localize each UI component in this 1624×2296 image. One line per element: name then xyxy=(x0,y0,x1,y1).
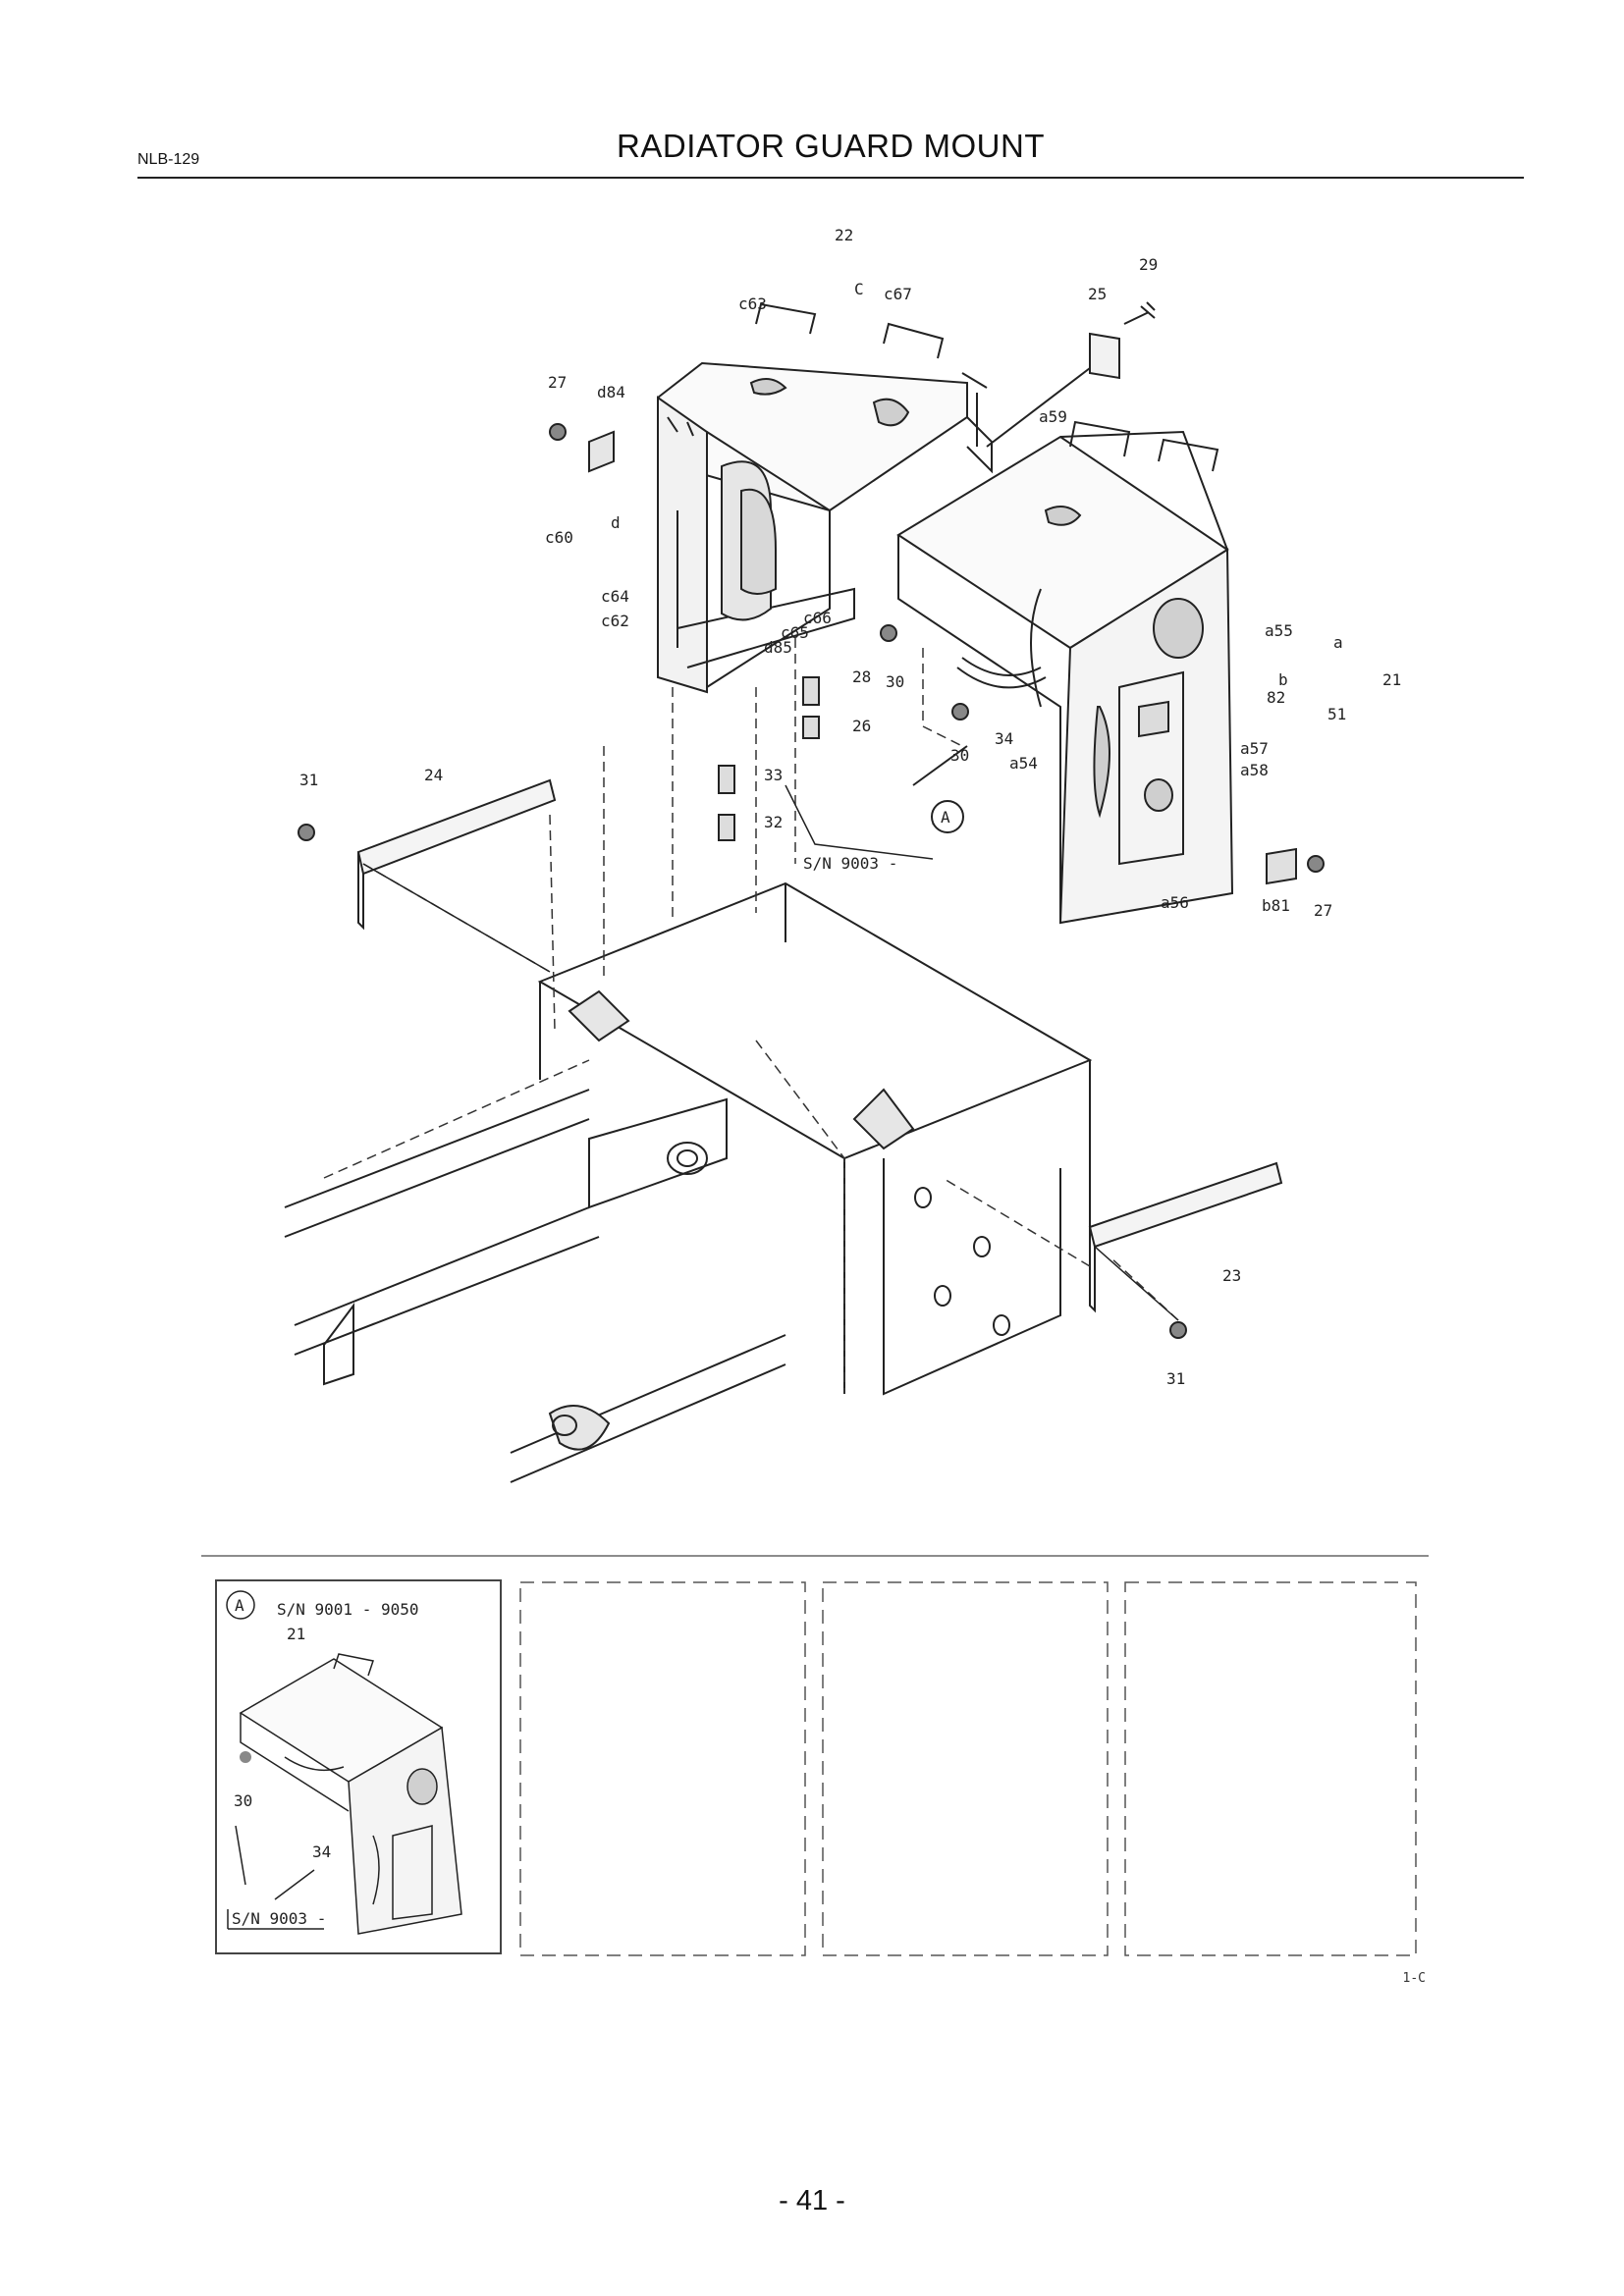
callout-c62: c62 xyxy=(601,612,629,630)
callout-22: 22 xyxy=(835,226,853,244)
bracket-25 xyxy=(986,301,1156,448)
callout-34: 34 xyxy=(995,729,1013,748)
callout-c66: c66 xyxy=(803,609,832,627)
inset-frame-empty-1 xyxy=(519,1581,806,1956)
callout-a57: a57 xyxy=(1240,739,1269,758)
callout-c67: c67 xyxy=(884,285,912,303)
callout-d85: d85 xyxy=(764,638,792,657)
callout-25: 25 xyxy=(1088,285,1107,303)
inset-serial-range: S/N 9001 - 9050 xyxy=(277,1600,419,1619)
callout-c63: c63 xyxy=(738,294,767,313)
callout-82: 82 xyxy=(1267,688,1285,707)
page-number: - 41 - xyxy=(779,2185,845,2216)
inset-frame-empty-3 xyxy=(1124,1581,1417,1956)
callout-30-top: 30 xyxy=(886,672,904,691)
callout-29: 29 xyxy=(1139,255,1158,274)
callout-23: 23 xyxy=(1222,1266,1241,1285)
plate-23 xyxy=(1088,1161,1283,1249)
callout-d: d xyxy=(611,513,621,532)
figure-code: 1-C xyxy=(1402,1971,1426,1986)
callout-c64: c64 xyxy=(601,587,629,606)
callout-sn-9003: S/N 9003 - xyxy=(803,854,897,873)
inset-a: A S/N 9001 - 9050 21 30 34 S/N 9003 - xyxy=(215,1579,502,1954)
leader-lines xyxy=(362,784,1179,1321)
callout-26: 26 xyxy=(852,717,871,735)
hardware-stack xyxy=(298,423,1188,1339)
callout-32: 32 xyxy=(764,813,783,831)
callout-a59: a59 xyxy=(1039,407,1067,426)
view-a-letter: A xyxy=(941,808,950,827)
callout-31-right: 31 xyxy=(1166,1369,1185,1388)
callout-51: 51 xyxy=(1327,705,1346,723)
inset-serial-from: S/N 9003 - xyxy=(232,1909,326,1928)
inset-part-21: 21 xyxy=(287,1625,305,1643)
upper-guard-box xyxy=(657,302,993,694)
callout-21: 21 xyxy=(1382,670,1401,689)
side-panel-21 xyxy=(896,420,1326,925)
callout-27-top: 27 xyxy=(548,373,567,392)
callout-c: C xyxy=(854,280,864,298)
header-rule xyxy=(137,177,1524,179)
callout-labels: 22 C c63 c67 29 25 27 d84 a59 d c60 c64 … xyxy=(299,226,1401,1388)
callout-b: b xyxy=(1278,670,1288,689)
callout-28: 28 xyxy=(852,667,871,686)
page-title: RADIATOR GUARD MOUNT xyxy=(617,128,1045,164)
callout-a54: a54 xyxy=(1009,754,1038,773)
plate-24-edge xyxy=(357,852,364,931)
inset-part-34: 34 xyxy=(312,1842,331,1861)
main-frame xyxy=(284,881,1093,1483)
callout-d84: d84 xyxy=(597,383,625,401)
document-code: NLB-129 xyxy=(137,151,200,168)
callout-a55: a55 xyxy=(1265,621,1293,640)
callout-a58: a58 xyxy=(1240,761,1269,779)
hose-34 xyxy=(956,657,1047,689)
callout-24: 24 xyxy=(424,766,443,784)
callout-a56: a56 xyxy=(1161,893,1189,912)
callout-c65: c65 xyxy=(781,623,809,642)
callout-33: 33 xyxy=(764,766,783,784)
inset-frame-empty-2 xyxy=(822,1581,1109,1956)
linework xyxy=(284,301,1326,1483)
callout-31-left: 31 xyxy=(299,771,318,789)
callout-b81: b81 xyxy=(1262,896,1290,915)
view-a-marker: A xyxy=(931,800,964,833)
inset-view-letter: A xyxy=(235,1596,244,1615)
callout-27-right: 27 xyxy=(1314,901,1332,920)
inset-part-30: 30 xyxy=(234,1791,252,1810)
guide-lines xyxy=(323,638,1179,1394)
page-header: NLB-129 RADIATOR GUARD MOUNT xyxy=(137,128,1524,177)
callout-c60: c60 xyxy=(545,528,573,547)
plate-24 xyxy=(356,778,557,876)
callout-a: a xyxy=(1333,633,1343,652)
callout-30-mid: 30 xyxy=(950,746,969,765)
